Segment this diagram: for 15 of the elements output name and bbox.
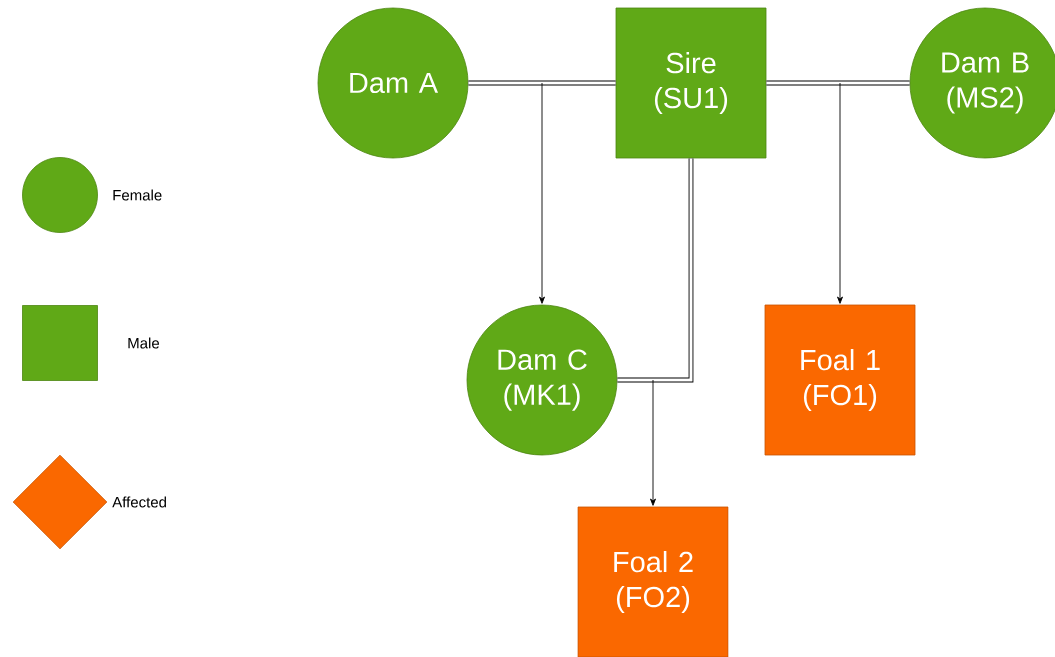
circle-node: Dam B (MS2) [909,7,1055,159]
legend-label: Female [113,189,162,201]
arrow [650,379,656,506]
mating-line [766,80,910,86]
arrow [539,82,545,304]
circle-node: Dam A [317,7,469,159]
legend-label: Affected [112,496,166,508]
mating-line [468,80,616,86]
legend-label: Male [128,337,160,349]
square-node: Sire (SU1) [615,7,767,159]
circle-node: Dam C (MK1) [466,304,618,456]
square-node: Foal 2 (FO2) [577,506,729,657]
square-node: Foal 1 (FO1) [764,304,916,456]
mating-line [617,158,694,383]
arrow [837,82,843,304]
